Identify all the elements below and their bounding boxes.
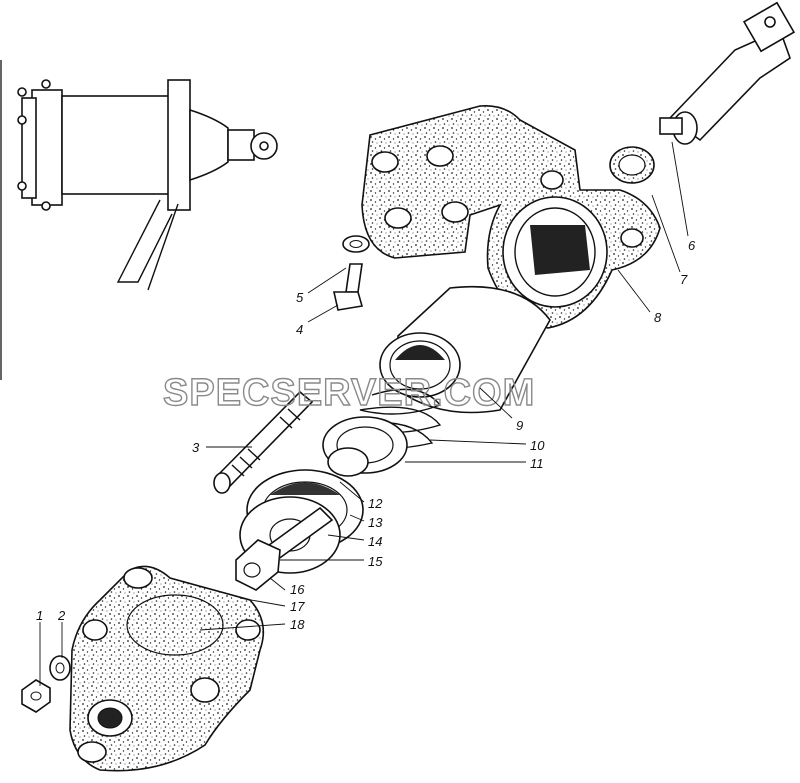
fork-rod bbox=[659, 1, 796, 145]
callout-12: 12 bbox=[368, 496, 383, 511]
sleeve bbox=[379, 285, 551, 414]
callout-5: 5 bbox=[296, 290, 304, 305]
callout-4: 4 bbox=[296, 322, 303, 337]
callout-11: 11 bbox=[530, 456, 544, 471]
callout-6: 6 bbox=[688, 238, 696, 253]
callout-17: 17 bbox=[290, 599, 305, 614]
callout-1: 1 bbox=[36, 608, 43, 623]
threaded-stud bbox=[213, 390, 314, 494]
bolt-and-washer bbox=[333, 235, 370, 311]
leader-lines bbox=[39, 141, 689, 686]
shaft-nut bbox=[235, 506, 334, 591]
callout-15: 15 bbox=[368, 554, 383, 569]
cover-plate bbox=[69, 565, 265, 772]
callout-9: 9 bbox=[516, 418, 523, 433]
callout-14: 14 bbox=[368, 534, 382, 549]
callout-16: 16 bbox=[290, 582, 305, 597]
callout-8: 8 bbox=[654, 310, 662, 325]
rings bbox=[322, 416, 408, 477]
callout-18: 18 bbox=[290, 617, 305, 632]
callout-13: 13 bbox=[368, 515, 383, 530]
watermark: SPECSERVER.COM bbox=[163, 372, 535, 414]
callout-2: 2 bbox=[57, 608, 66, 623]
nut-and-washer bbox=[21, 655, 71, 713]
inset-assembly-view bbox=[17, 79, 278, 291]
callout-3: 3 bbox=[192, 440, 200, 455]
spring bbox=[344, 388, 442, 449]
callout-10: 10 bbox=[530, 438, 545, 453]
bracket-housing bbox=[361, 104, 661, 329]
callout-7: 7 bbox=[680, 272, 688, 287]
